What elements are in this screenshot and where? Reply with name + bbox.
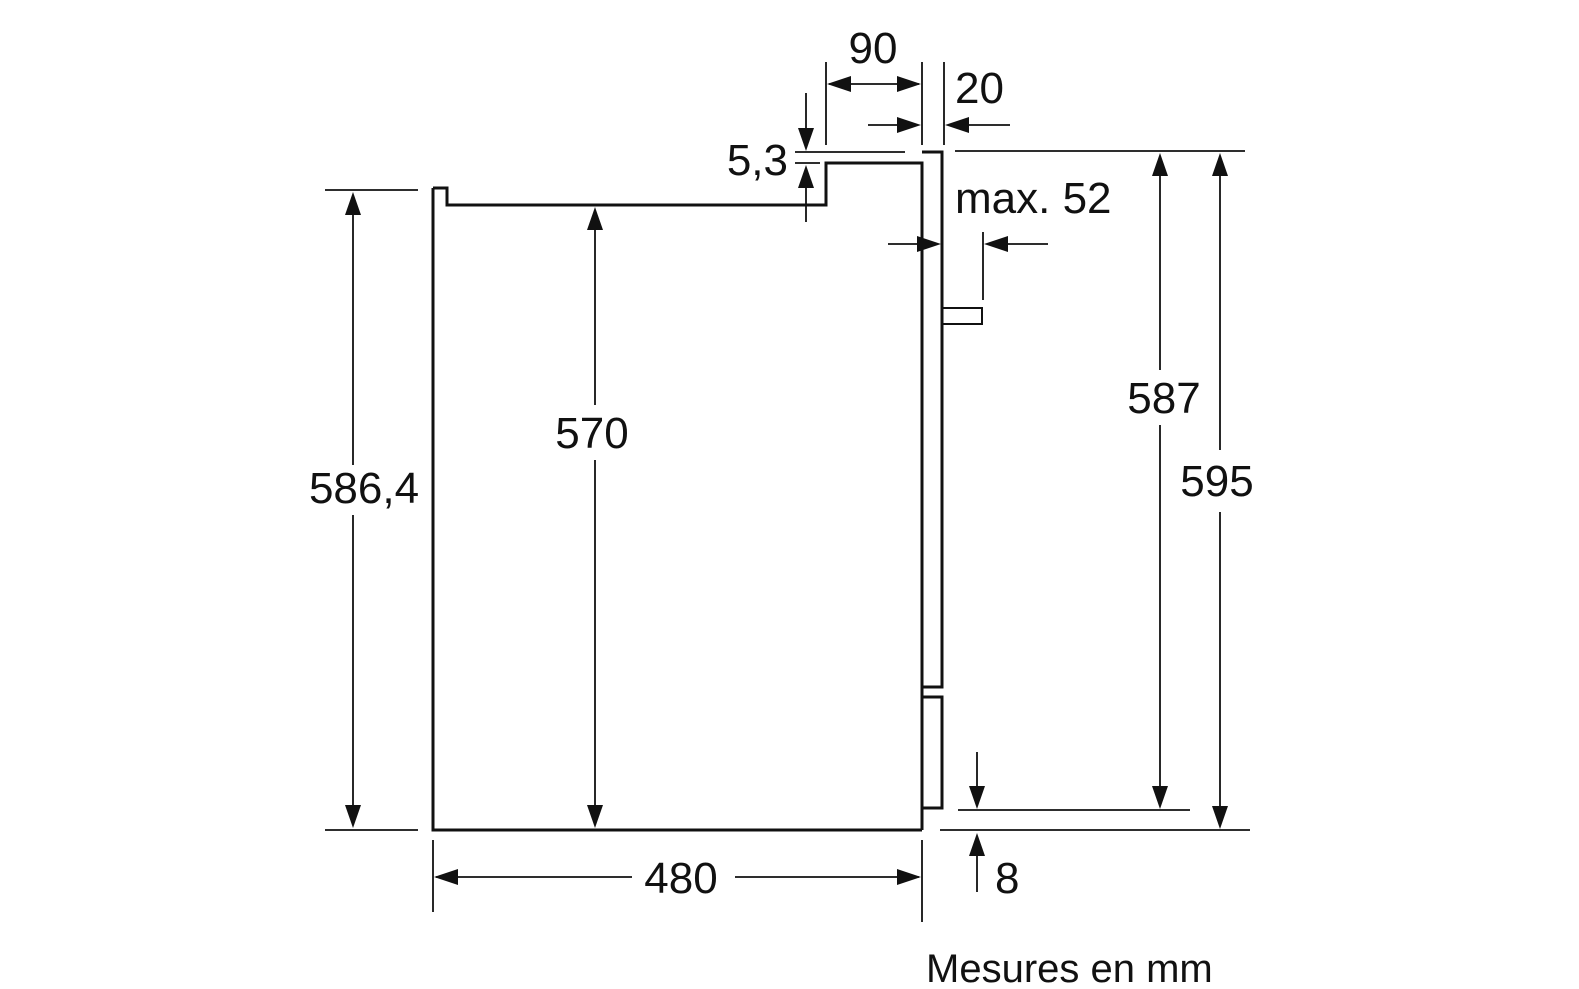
appliance-outline <box>431 150 983 832</box>
label-left-height: 586,4 <box>309 464 419 513</box>
label-bottom-gap: 8 <box>995 854 1019 903</box>
units-caption: Mesures en mm <box>926 947 1213 989</box>
body-outline <box>431 188 922 832</box>
label-front-height: 587 <box>1127 374 1200 423</box>
door-panel-lower <box>922 695 944 810</box>
label-depth-offset: 90 <box>849 24 898 73</box>
label-step-height: 5,3 <box>727 136 788 185</box>
top-outline <box>433 161 924 830</box>
label-panel-thickness: 20 <box>955 64 1004 113</box>
dimension-lines <box>345 76 1228 892</box>
label-handle-max: max. 52 <box>955 174 1112 223</box>
extension-lines <box>325 62 1250 922</box>
label-width: 480 <box>644 854 717 903</box>
label-inner-height: 570 <box>555 409 628 458</box>
label-total-height: 595 <box>1180 457 1253 506</box>
door-panel-upper <box>922 150 944 689</box>
handle <box>941 307 983 325</box>
